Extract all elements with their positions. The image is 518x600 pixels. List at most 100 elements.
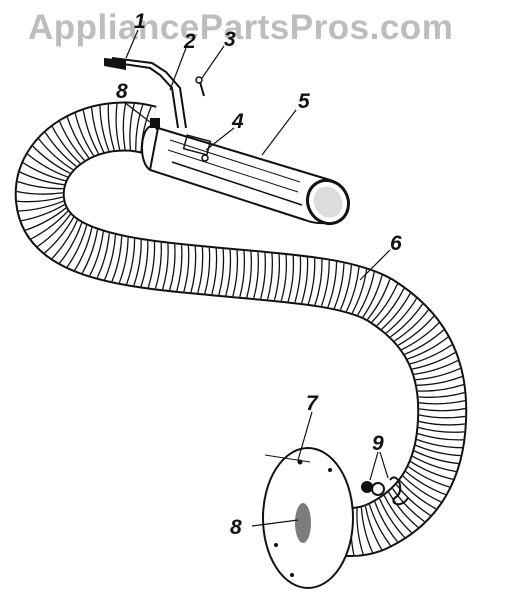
handle-grip — [104, 58, 126, 70]
hose-rib — [66, 116, 90, 159]
hose-rib — [225, 249, 232, 296]
hose-rib — [66, 225, 88, 268]
hose-rib — [376, 288, 405, 327]
nut-part-4 — [201, 154, 209, 162]
hose-rib — [417, 432, 464, 441]
hose-rib — [416, 438, 463, 449]
hose-rib — [416, 375, 463, 386]
hose-rib — [176, 245, 183, 292]
hose-rib — [51, 219, 78, 259]
hose-rib — [401, 322, 440, 351]
hose-rib — [339, 265, 353, 310]
hose-rib — [74, 227, 93, 271]
hose-rib — [253, 252, 260, 299]
hose-rib — [307, 258, 316, 305]
hose-rib — [118, 237, 129, 284]
hose-rib — [239, 250, 246, 297]
hose-rib — [394, 309, 429, 342]
hose-rib — [412, 351, 456, 370]
hose-rib — [44, 216, 75, 254]
hose-rib — [81, 229, 99, 274]
hose-rib — [367, 278, 391, 320]
hose-rib — [418, 392, 465, 398]
hose-rib — [399, 479, 437, 510]
hose-rib — [260, 252, 267, 299]
hose-rib — [333, 263, 345, 309]
hose-rib — [294, 256, 302, 303]
hose-rib — [232, 250, 239, 297]
hose-rib — [360, 507, 374, 553]
hose-rib — [32, 145, 71, 174]
hose-rib — [16, 196, 63, 203]
hose-rib — [407, 336, 449, 360]
hose-rib — [21, 204, 65, 222]
hose-rib — [197, 247, 204, 294]
hose-rib — [169, 244, 176, 291]
fasteners-part-9 — [361, 476, 409, 506]
hose-rib — [418, 420, 465, 426]
hose-rib — [74, 113, 95, 156]
callout-8-bottom: 8 — [230, 516, 242, 539]
callout-6: 6 — [390, 232, 402, 255]
hose-rib — [51, 126, 81, 164]
hose-rib — [368, 504, 391, 546]
hose-rib — [402, 475, 442, 503]
hose-rib — [266, 253, 274, 300]
hose-rib — [407, 466, 450, 488]
hose-rib — [351, 269, 368, 314]
hose-rib — [273, 254, 281, 301]
hose-rib — [371, 283, 399, 323]
hose-rib — [385, 298, 418, 334]
hose-rib — [412, 455, 457, 473]
callout-4: 4 — [231, 110, 244, 133]
hose-rib — [409, 344, 453, 365]
hose-rib — [405, 470, 446, 496]
hose-rib — [17, 181, 64, 190]
hose-rib — [392, 488, 425, 523]
hose-rib — [104, 234, 117, 280]
hose-rib — [96, 233, 110, 278]
hose-rib — [280, 254, 288, 301]
hose-rib — [404, 329, 445, 355]
hose-rib — [27, 153, 68, 178]
hose-rib — [414, 450, 459, 465]
hose-rib — [419, 407, 466, 412]
hose-rib — [90, 107, 105, 153]
hose-rib — [22, 162, 66, 182]
hose-rib — [415, 444, 461, 457]
hose-rib — [417, 383, 464, 392]
hose-rib — [89, 231, 104, 276]
hose-rib — [362, 275, 383, 318]
hose-rib — [218, 249, 225, 296]
callout-8-top: 8 — [116, 80, 128, 103]
hose-rib — [183, 245, 190, 292]
hose-rib — [190, 246, 197, 293]
hose-rib — [126, 238, 136, 285]
hose-rib — [388, 491, 419, 528]
hose-rib — [364, 506, 383, 550]
hose-rib — [25, 207, 67, 231]
hose-rib — [16, 190, 63, 195]
hose-rib — [129, 103, 135, 150]
hose-rib — [19, 171, 65, 186]
hose-rib — [379, 498, 406, 538]
hose-rib — [107, 104, 115, 151]
hose-rib — [115, 103, 121, 150]
nozzle-tube — [148, 126, 351, 226]
hose-rib — [30, 210, 69, 240]
leader-lines — [123, 29, 391, 527]
callout-2: 2 — [183, 30, 196, 53]
hose-rib — [59, 121, 85, 161]
hose-rib — [418, 400, 466, 405]
hose-rib — [140, 240, 149, 287]
watermark-text: AppliancePartsPros.com — [28, 8, 454, 47]
hose-rib — [357, 271, 375, 316]
callout-9: 9 — [372, 432, 384, 455]
hose-rib — [345, 266, 360, 312]
callout-5: 5 — [298, 90, 310, 113]
handle-assembly — [104, 57, 205, 129]
hose-rib — [390, 303, 424, 338]
hose-rib — [418, 426, 465, 433]
